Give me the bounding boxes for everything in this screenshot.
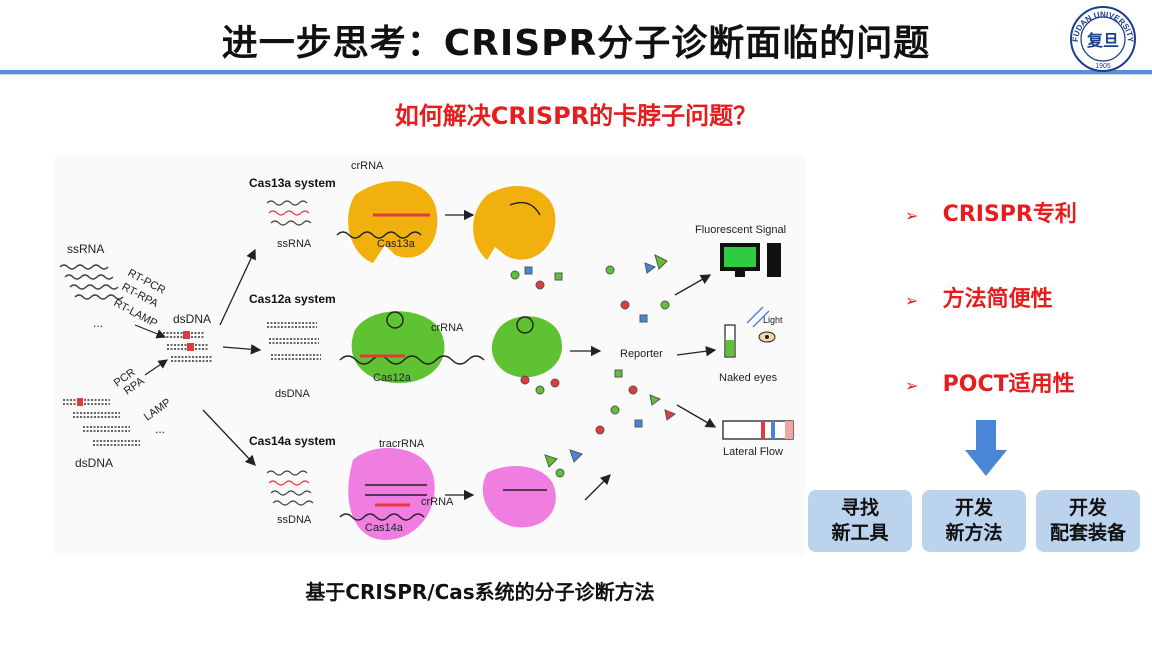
cas13a-active-crrna	[509, 201, 541, 216]
label-naked-eyes: Naked eyes	[719, 372, 778, 384]
figure-caption: 基于CRISPR/Cas系统的分子诊断方法	[305, 580, 655, 604]
key-question: 如何解决CRISPR的卡脖子问题？	[394, 102, 758, 130]
test-tube-icon	[724, 324, 736, 358]
dsdna-mid-target-mark	[183, 331, 190, 339]
cas13a-active-shape	[473, 186, 556, 260]
solution-box-new-tools: 寻找 新工具	[808, 490, 912, 552]
dsdna-mid-target-mark-2	[187, 343, 194, 351]
label-tracrrna: tracrRNA	[379, 438, 425, 450]
label-reporter: Reporter	[620, 348, 663, 360]
reporter-molecules-icon	[510, 254, 677, 478]
dsdna-strands-icon	[63, 399, 140, 446]
label-ssrna: ssRNA	[67, 242, 104, 256]
logo-center-text: 复旦	[1086, 31, 1119, 50]
label-cas12a-system: Cas12a system	[249, 292, 336, 306]
solution-box-line: 寻找	[840, 497, 879, 519]
ellipsis-top: ...	[93, 316, 103, 330]
dsdna-target-mark	[77, 398, 83, 406]
ssrna-strands-icon	[59, 264, 124, 300]
issues-list: ➢ CRISPR专利 ➢ 方法简便性 ➢ POCT适用性	[905, 196, 1077, 451]
eye-icon	[758, 331, 776, 343]
cas14a-active-shape	[482, 466, 556, 528]
dsdna-target-icon	[267, 322, 321, 360]
cas14a-target-dna	[339, 513, 425, 521]
solution-box-line: 开发	[954, 497, 993, 519]
crispr-diagnostics-figure: ssRNA ... RT-PCR RT-RPA RT-LAMP dsDNA PC…	[55, 155, 805, 555]
label-cas14a-system: Cas14a system	[249, 434, 336, 448]
label-cas13a-system: Cas13a system	[249, 176, 336, 190]
label-target-ssrna: ssRNA	[277, 238, 312, 250]
solution-box-line: 新方法	[945, 522, 1003, 544]
cas12a-active-shape	[491, 316, 562, 378]
solution-box-line: 新工具	[831, 522, 889, 544]
down-arrow-icon	[965, 420, 1007, 476]
label-crrna-13a: crRNA	[351, 160, 384, 172]
title-divider-shadow	[0, 74, 1152, 75]
label-target-dsdna: dsDNA	[275, 388, 311, 400]
issue-label: 方法简便性	[942, 287, 1053, 312]
issue-label: POCT适用性	[942, 372, 1075, 397]
label-light: Light	[763, 315, 783, 325]
slide-title: 进一步思考：CRISPR分子诊断面临的问题	[221, 23, 931, 64]
label-dsdna-left: dsDNA	[75, 456, 113, 470]
cas12a-crrna-loop	[386, 311, 404, 329]
label-cas12a: Cas12a	[373, 372, 412, 384]
solution-box-equipment: 开发 配套装备	[1036, 490, 1140, 552]
issue-item-poct: ➢ POCT适用性	[905, 366, 1077, 451]
label-crrna-14a: crRNA	[421, 496, 454, 508]
label-target-ssdna: ssDNA	[277, 514, 312, 526]
cas12a-active-loop	[516, 316, 534, 334]
cas12a-protein-shape	[351, 311, 445, 384]
solution-box-new-methods: 开发 新方法	[922, 490, 1026, 552]
bullet-arrow-icon: ➢	[905, 206, 919, 225]
solution-box-line: 开发	[1068, 497, 1107, 519]
university-logo: FUDAN UNIVERSITY 复旦 1905	[1070, 6, 1136, 72]
label-crrna-12a: crRNA	[431, 322, 464, 334]
label-fluorescent-signal: Fluorescent Signal	[695, 224, 786, 236]
label-lateral-flow: Lateral Flow	[723, 446, 783, 458]
title-divider	[0, 70, 1152, 74]
lateral-flow-strip-icon	[722, 420, 794, 440]
issue-item-patent: ➢ CRISPR专利	[905, 196, 1077, 281]
logo-year: 1905	[1095, 63, 1111, 70]
ellipsis-bottom: ...	[155, 422, 165, 436]
cas13a-target-rna	[336, 231, 422, 239]
cas14a-protein-shape	[348, 448, 435, 540]
cas12a-target-dna	[339, 355, 485, 365]
light-rays-icon	[746, 306, 770, 328]
label-dsdna-mid: dsDNA	[173, 312, 211, 326]
issue-item-simplicity: ➢ 方法简便性	[905, 281, 1077, 366]
ssrna-target-icon	[266, 200, 312, 226]
bullet-arrow-icon: ➢	[905, 376, 919, 395]
label-cas13a: Cas13a	[377, 238, 416, 250]
label-cas14a: Cas14a	[365, 522, 404, 534]
cas13a-protein-shape	[348, 181, 438, 263]
bullet-arrow-icon: ➢	[905, 291, 919, 310]
solution-box-line: 配套装备	[1049, 522, 1126, 544]
ssdna-target-icon	[266, 470, 314, 506]
issue-label: CRISPR专利	[942, 202, 1077, 227]
computer-monitor-icon	[720, 243, 781, 277]
